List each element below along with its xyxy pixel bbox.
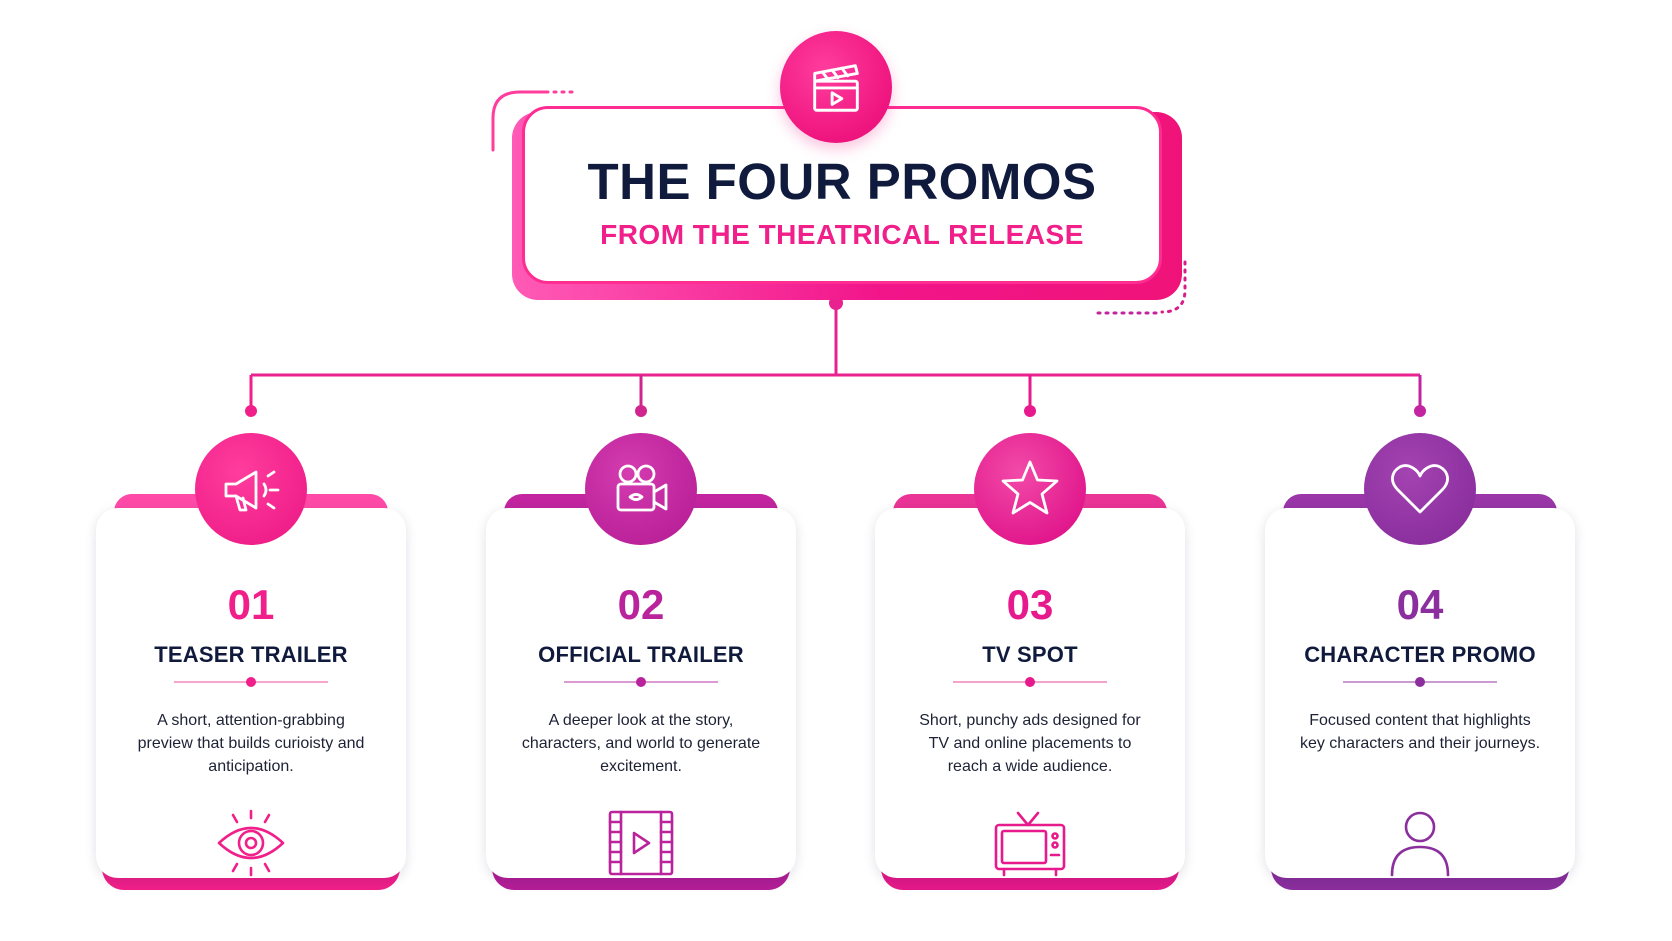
card-title: TV SPOT [982,642,1078,667]
card-divider [1343,676,1497,688]
promo-card-2: 02 OFFICIAL TRAILER A deeper look at the… [486,433,796,890]
card-body: 01 TEASER TRAILER A short, attention-gra… [96,508,406,878]
connector-drop-dot-3 [1024,405,1036,417]
card-divider [564,676,718,688]
card-number: 03 [1006,581,1054,628]
card-number: 01 [227,581,275,628]
card-title: OFFICIAL TRAILER [538,642,744,667]
card-icon-badge [974,433,1086,545]
film-play-icon [608,810,674,876]
connector-drop-dot-4 [1414,405,1426,417]
clapperboard-icon [813,64,859,112]
card-number: 02 [617,581,665,628]
card-number: 04 [1396,581,1444,628]
promo-card-3: 03 TV SPOT Short, punchy ads designed fo… [875,433,1185,890]
card-title: TEASER TRAILER [154,642,348,667]
connector-drop-dot-1 [245,405,257,417]
card-body: 02 OFFICIAL TRAILER A deeper look at the… [486,508,796,878]
connector-drop-dot-2 [635,405,647,417]
card-description: Focused content that highlights key char… [1299,712,1541,752]
card-description: A deeper look at the story, characters, … [521,712,761,775]
card-body: 04 CHARACTER PROMO Focused content that … [1265,508,1575,878]
heart-icon [1391,464,1449,514]
page-subtitle: FROM THE THEATRICAL RELEASE [600,219,1084,250]
eye-icon [217,809,285,877]
card-divider [953,676,1107,688]
card-icon-badge [1364,433,1476,545]
promo-card-1: 01 TEASER TRAILER A short, attention-gra… [96,433,406,890]
promo-card-4: 04 CHARACTER PROMO Focused content that … [1265,433,1575,890]
star-icon [1001,460,1059,515]
card-description: Short, punchy ads designed for TV and on… [919,712,1141,775]
page-title: THE FOUR PROMOS [587,153,1097,210]
video-camera-icon [616,464,668,512]
card-body: 03 TV SPOT Short, punchy ads designed fo… [875,508,1185,878]
television-icon [994,811,1066,877]
header-badge [780,31,892,143]
card-title: CHARACTER PROMO [1304,642,1536,667]
card-divider [174,676,328,688]
card-icon-badge [195,433,307,545]
person-icon [1390,811,1450,877]
megaphone-icon [224,470,280,512]
card-icon-badge [585,433,697,545]
card-description: A short, attention-grabbing preview that… [137,712,365,775]
